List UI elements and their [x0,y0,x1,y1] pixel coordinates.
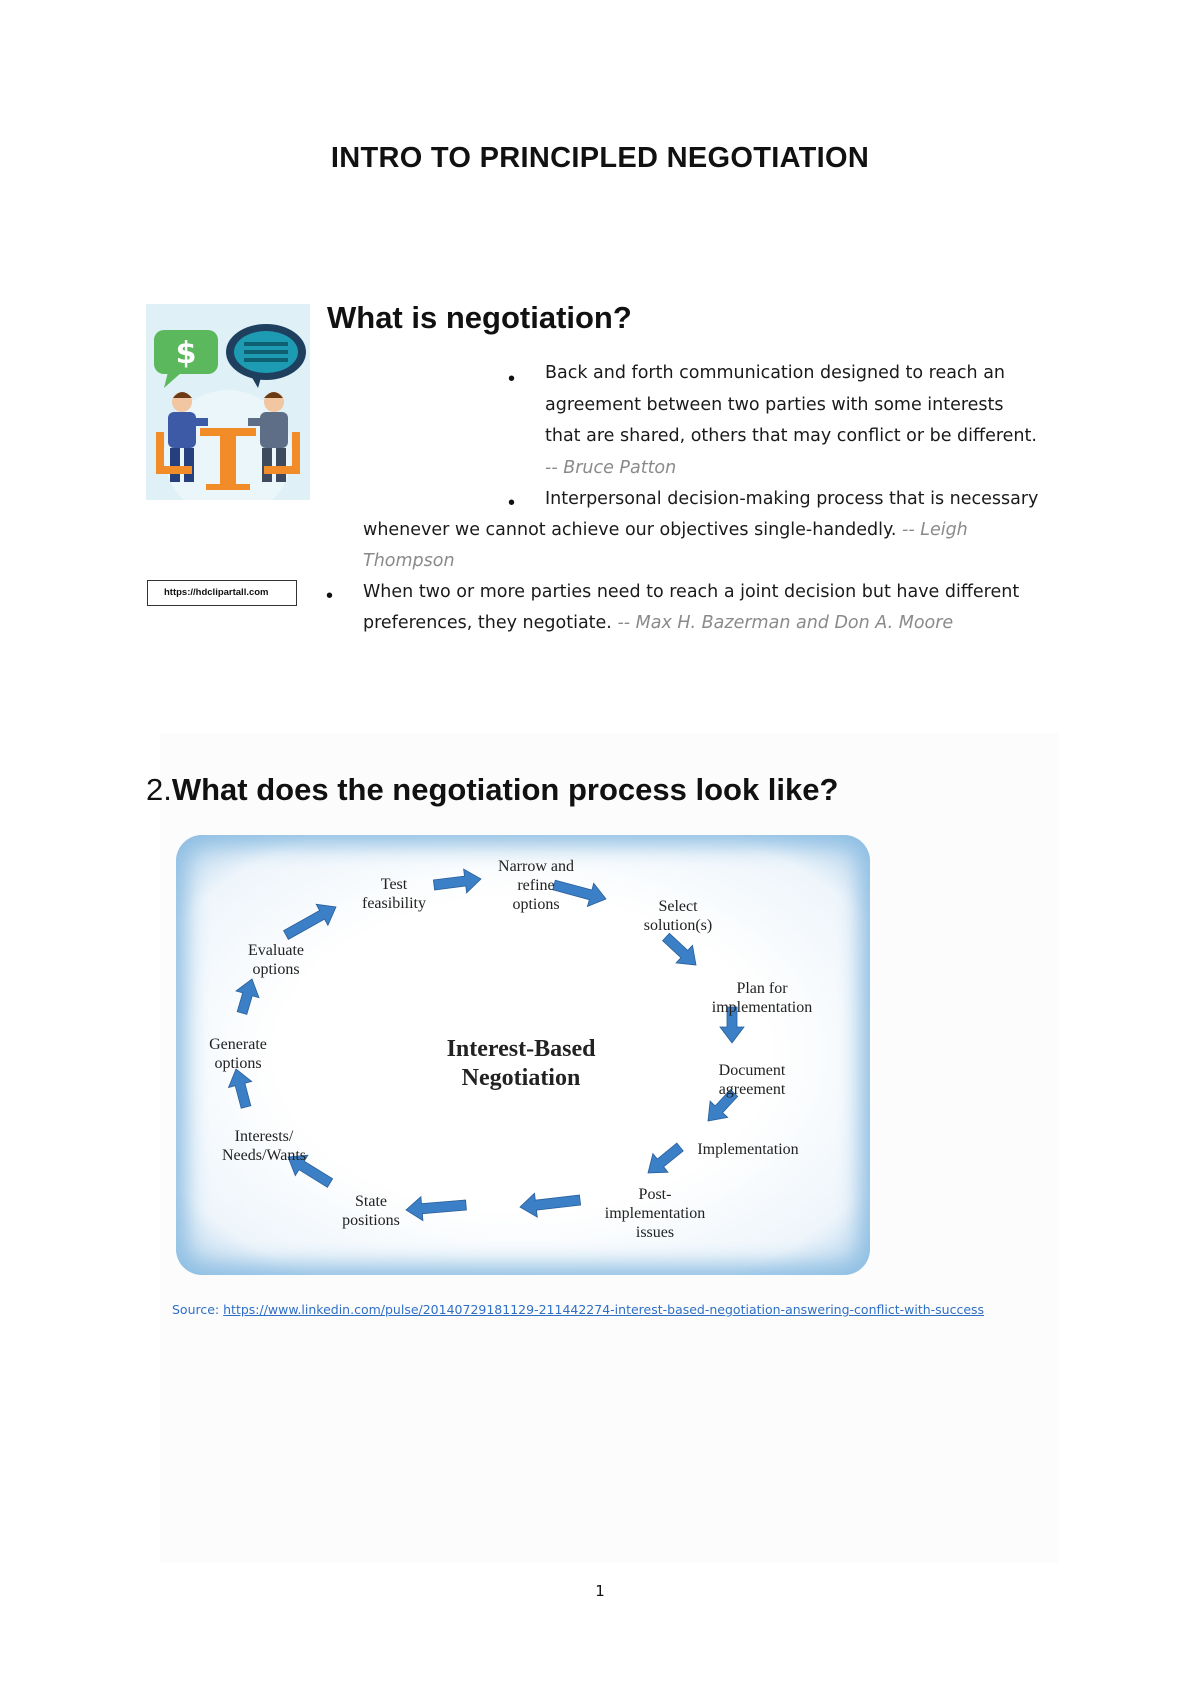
definition-1-line: Back and forth communication designed to… [545,363,1006,383]
process-arrow-icon [235,978,260,1015]
definition-3-line-2: preferences, they negotiate. -- Max H. B… [363,608,1083,640]
stage-generate-options: Generate options [188,1035,288,1073]
process-arrow-icon [227,1068,253,1109]
source-line: Source: https://www.linkedin.com/pulse/2… [172,1302,1052,1317]
stage-narrow-and-refine-options: Narrow and refine options [476,857,596,914]
definition-1-line: that are shared, others that may conflic… [545,426,1037,446]
stage-label-line: options [512,896,560,913]
stage-test-feasibility: Test feasibility [344,875,444,913]
process-arrow-icon [432,868,482,894]
stage-label-line: Test [380,876,408,893]
clipart-caption: https://hdclipartall.com [147,580,297,606]
stage-state-positions: State positions [326,1192,416,1230]
stage-label-line: Generate [209,1036,267,1053]
diagram-center-line-2: Negotiation [461,1065,581,1091]
source-link[interactable]: https://www.linkedin.com/pulse/201407291… [223,1302,985,1317]
definition-2-line-2: whenever we cannot achieve our objective… [363,515,1083,547]
stage-label-line: implementation [711,999,813,1016]
section-heading-text: What does the negotiation process look l… [171,772,839,807]
stage-post-implementation-issues: Post-implementation issues [580,1185,730,1242]
process-arrow-icon [405,1195,467,1222]
process-arrow-icon [719,1006,745,1044]
stage-label-line: Evaluate [248,942,304,959]
definition-1: Back and forth communication designed to… [545,358,1065,484]
document-title: INTRO TO PRINCIPLED NEGOTIATION [330,142,870,174]
stage-label-line: options [214,1055,262,1072]
definition-3-line-1: When two or more parties need to reach a… [363,582,1020,602]
stage-interests-needs-wants: Interests/Needs/Wants [204,1127,324,1165]
process-arrow-icon [519,1192,582,1218]
stage-implementation: Implementation [678,1140,818,1159]
process-arrow-icon [287,1154,334,1188]
definition-1-author: -- Bruce Patton [545,457,677,478]
stage-label-line: Implementation [697,1141,799,1158]
negotiators-at-table-icon [156,392,300,490]
stage-label-line: positions [342,1212,400,1229]
page-number: 1 [595,1582,605,1600]
section-number: 2. [146,772,172,807]
stage-evaluate-options: Evaluate options [226,941,326,979]
definition-1-line: agreement between two parties with some … [545,394,1004,415]
stage-label-line: Needs/Wants [221,1147,307,1164]
svg-text:$: $ [176,336,197,371]
process-arrow-icon [707,1089,739,1122]
stage-document-agreement: Document agreement [692,1061,812,1099]
stage-label-line: agreement [718,1081,786,1098]
definition-3-text: preferences, they negotiate. [363,613,612,633]
definition-3-author: -- Max H. Bazerman and Don A. Moore [617,613,954,633]
diagram-center-line-1: Interest-Based [446,1036,596,1062]
definition-2-author-continued: Thompson [363,551,455,571]
stage-label-line: solution(s) [643,917,713,934]
bullet-icon: • [326,585,334,607]
bullet-icon: • [508,368,516,390]
stage-label-line: options [252,961,300,978]
interest-based-negotiation-diagram: Interest-Based Negotiation Narrow and ref… [176,835,870,1275]
stage-label-line: implementation [604,1205,706,1222]
bullet-icon: • [508,492,516,514]
stage-label-line: issues [635,1224,675,1241]
process-arrow-icon [662,932,697,966]
process-arrow-icon [647,1142,684,1174]
process-arrow-icon [552,879,607,908]
definition-2-author: -- Leigh [902,520,968,540]
stage-select-solutions: Select solution(s) [618,897,738,935]
definition-2-line-1: Interpersonal decision-making process th… [545,489,1039,509]
stage-label-line: feasibility [362,895,426,912]
definition-2-text: whenever we cannot achieve our objective… [363,520,897,540]
diagram-center-title: Interest-Based Negotiation [391,1035,651,1093]
stage-label-line: State [355,1193,387,1210]
stage-label-line: Select [658,898,698,915]
stage-label-line: Document [718,1062,786,1079]
stage-plan-for-implementation: Plan for implementation [692,979,832,1017]
stage-label-line: Post- [638,1186,672,1203]
source-label: Source: [172,1302,224,1317]
process-arrow-icon [283,903,337,940]
stage-label-line: Narrow and [498,858,574,875]
stage-label-line: refine [517,877,555,894]
section-heading-what-is-negotiation: What is negotiation? [327,300,632,335]
stage-label-line: Plan for [736,980,788,997]
message-speech-bubble-icon [226,324,306,388]
process-arrows [227,868,745,1222]
section-heading-negotiation-process: 2.What does the negotiation process look… [146,772,838,808]
stage-label-line: Interests/ [234,1128,294,1145]
dollar-speech-bubble-icon: $ [154,330,218,388]
negotiation-clipart: $ [146,304,310,518]
